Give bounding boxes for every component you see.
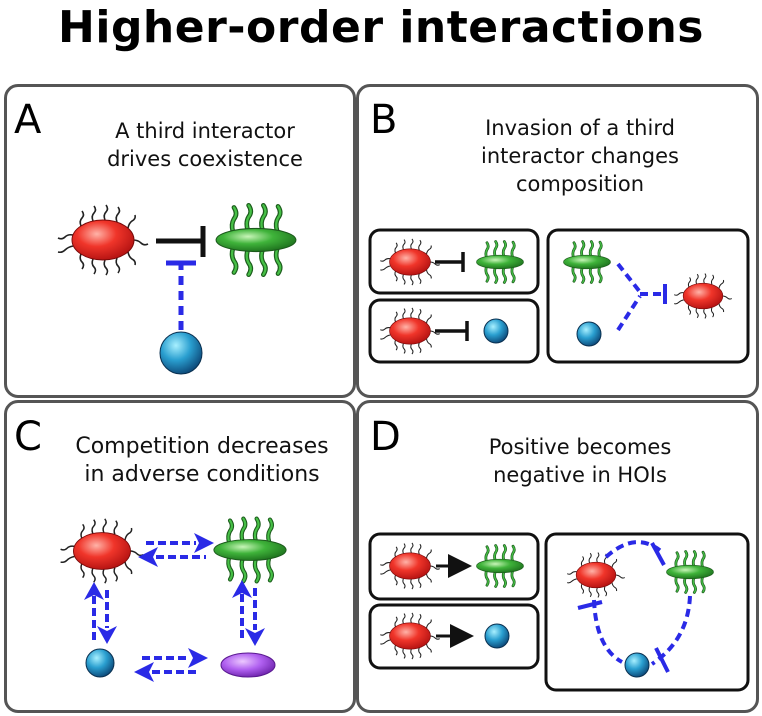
panel-b-letter: B (370, 97, 398, 143)
caption-line: in adverse conditions (84, 462, 320, 487)
caption-line: negative in HOIs (493, 463, 667, 487)
green-microbe (475, 544, 525, 588)
blue-microbe (624, 652, 650, 678)
green-microbe (475, 240, 525, 284)
bidirectional-arrow (232, 580, 265, 646)
green-microbe (214, 519, 286, 582)
panel-c-letter: C (14, 414, 42, 460)
red-microbe (379, 612, 441, 660)
hoi-inhibition-bar (654, 647, 670, 673)
caption-line: Competition decreases (75, 434, 329, 459)
panel-c-caption: Competition decreases in adverse conditi… (52, 433, 352, 489)
hoi-link (616, 294, 642, 332)
caption-line: Positive becomes (488, 435, 672, 459)
red-microbe (57, 204, 149, 276)
panel-b (356, 84, 759, 398)
red-microbe (59, 518, 145, 584)
purple-microbe (220, 652, 276, 678)
bidirectional-arrow (84, 582, 117, 644)
panel-a-letter: A (14, 97, 42, 143)
pairwise-box (368, 532, 540, 601)
hoi-inhibition-bar (577, 600, 603, 610)
panel-b-caption: Invasion of a third interactor changes c… (410, 114, 750, 198)
caption-line: A third interactor (115, 119, 295, 143)
hoi-box (544, 532, 750, 692)
figure-title: Higher-order interactions (58, 2, 704, 53)
bidirectional-arrow (134, 648, 208, 682)
green-microbe (562, 240, 612, 284)
red-microbe (566, 552, 626, 598)
hoi-link (616, 262, 642, 294)
caption-line: interactor changes (481, 144, 679, 168)
blue-microbe (576, 321, 602, 347)
hoi-link (592, 599, 624, 664)
blue-microbe (484, 623, 510, 649)
pairwise-box (368, 603, 540, 670)
panel-a-caption: A third interactor drives coexistence (60, 117, 350, 173)
red-microbe (379, 307, 441, 355)
panel-d-caption: Positive becomes negative in HOIs (410, 433, 750, 489)
hoi-inhibition-bar (650, 542, 666, 566)
hoi-link (650, 595, 692, 666)
panel-d-letter: D (370, 414, 401, 460)
red-microbe (379, 238, 441, 286)
green-microbe (216, 205, 296, 274)
blue-microbe (483, 318, 509, 344)
caption-line: Invasion of a third (485, 116, 675, 140)
hoi-box (546, 228, 750, 364)
green-microbe (665, 550, 715, 594)
pairwise-box (368, 298, 540, 364)
red-microbe (673, 273, 733, 319)
caption-line: composition (515, 172, 645, 196)
blue-microbe (85, 648, 115, 678)
pairwise-box (368, 228, 540, 295)
red-microbe (379, 542, 441, 590)
blue-microbe (159, 331, 203, 375)
caption-line: drives coexistence (107, 147, 303, 171)
bidirectional-arrow (138, 533, 214, 567)
